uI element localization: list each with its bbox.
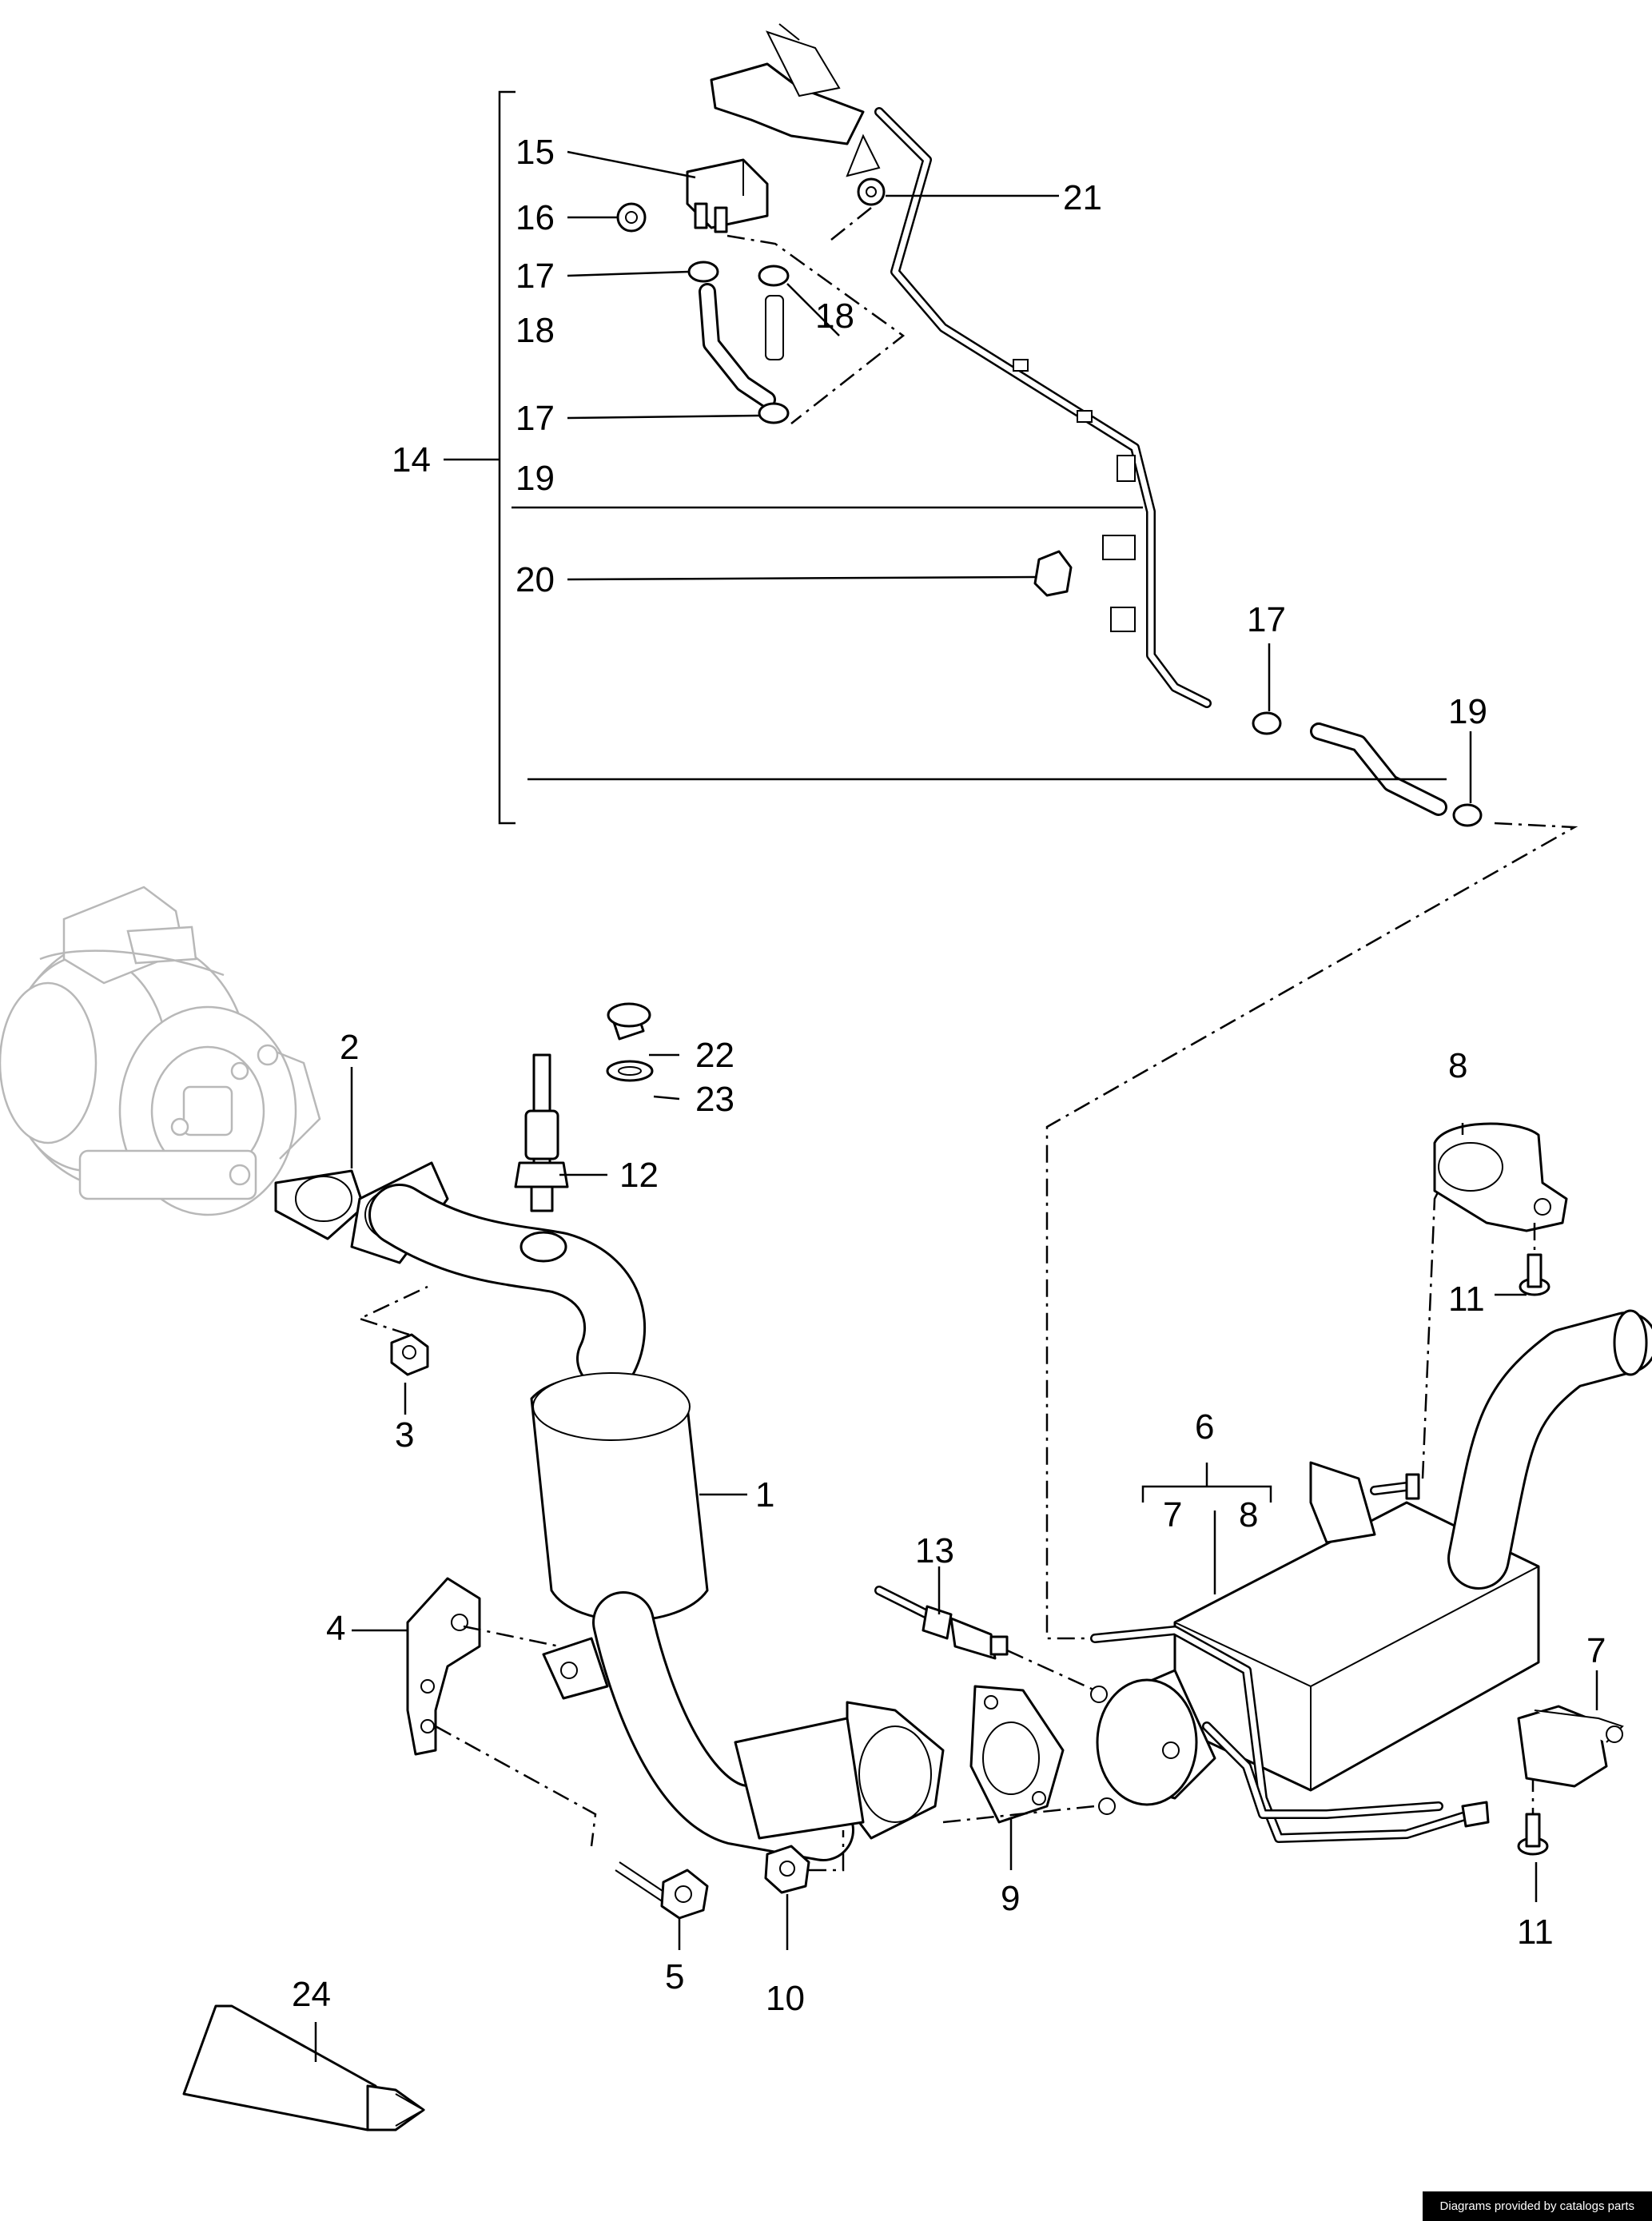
callout-6: 6	[1195, 1407, 1214, 1447]
callout-15: 15	[516, 133, 555, 172]
callout-17-top: 17	[516, 257, 555, 296]
callout-23: 23	[695, 1080, 734, 1119]
callout-5: 5	[665, 1957, 684, 1996]
rubber-mount-8	[1433, 1122, 1568, 1232]
callout-11-upper: 11	[1448, 1280, 1485, 1319]
bolt-11-upper	[1519, 1223, 1550, 1296]
leader-lines	[314, 1053, 1598, 2062]
callout-14: 14	[392, 440, 431, 480]
callout-19-right: 19	[1448, 692, 1487, 731]
callout-17-right: 17	[1247, 600, 1286, 639]
callout-7: 7	[1586, 1631, 1606, 1670]
callout-9: 9	[1001, 1879, 1020, 1918]
diesel-particulate-filter-6	[1090, 1190, 1652, 1843]
callout-8-group: 8	[1239, 1495, 1258, 1534]
bolt-5	[615, 1861, 709, 1920]
callout-22: 22	[695, 1036, 734, 1075]
paste-tube-24	[182, 2004, 426, 2131]
callout-labels: 1 2 3 4 5 6 7 8 7 8 9 10 11 11 12 13 14 …	[292, 133, 1606, 2018]
mount-7	[1517, 1705, 1624, 1788]
gasket-9	[942, 1685, 1096, 1824]
diagram-credit: Diagrams provided by catalogs parts	[1422, 2191, 1652, 2221]
oxygen-sensor-12	[514, 1053, 569, 1212]
callout-7-group: 7	[1163, 1495, 1182, 1534]
callout-2: 2	[340, 1028, 359, 1067]
bolt-11-lower	[1517, 1774, 1549, 1856]
callout-18-left: 18	[516, 311, 555, 350]
callout-10: 10	[766, 1979, 805, 2018]
callout-17-middle: 17	[516, 399, 555, 438]
turbocharger-reference-illustration	[0, 886, 321, 1216]
catalytic-converter-downpipe	[274, 1161, 945, 1861]
callout-19-left: 19	[516, 459, 555, 498]
nut-3	[356, 1285, 429, 1376]
plug-22-and-washer-23	[606, 1002, 654, 1082]
callout-12: 12	[619, 1156, 659, 1195]
callout-16: 16	[516, 198, 555, 237]
nut-10	[764, 1830, 845, 1894]
callout-13: 13	[915, 1531, 954, 1570]
callout-21: 21	[1063, 178, 1102, 217]
callout-20: 20	[516, 560, 555, 599]
callout-1: 1	[755, 1475, 774, 1514]
bracket-4	[406, 1577, 597, 1847]
temperature-sensor-13	[874, 1586, 1096, 1692]
callout-8: 8	[1448, 1046, 1467, 1085]
callout-3: 3	[395, 1415, 414, 1455]
callout-18-right: 18	[815, 297, 854, 336]
callout-11-lower: 11	[1517, 1913, 1554, 1952]
callout-24: 24	[292, 1975, 331, 2014]
pressure-sensor-bracket-assembly	[444, 23, 1578, 1640]
callout-4: 4	[326, 1609, 345, 1648]
